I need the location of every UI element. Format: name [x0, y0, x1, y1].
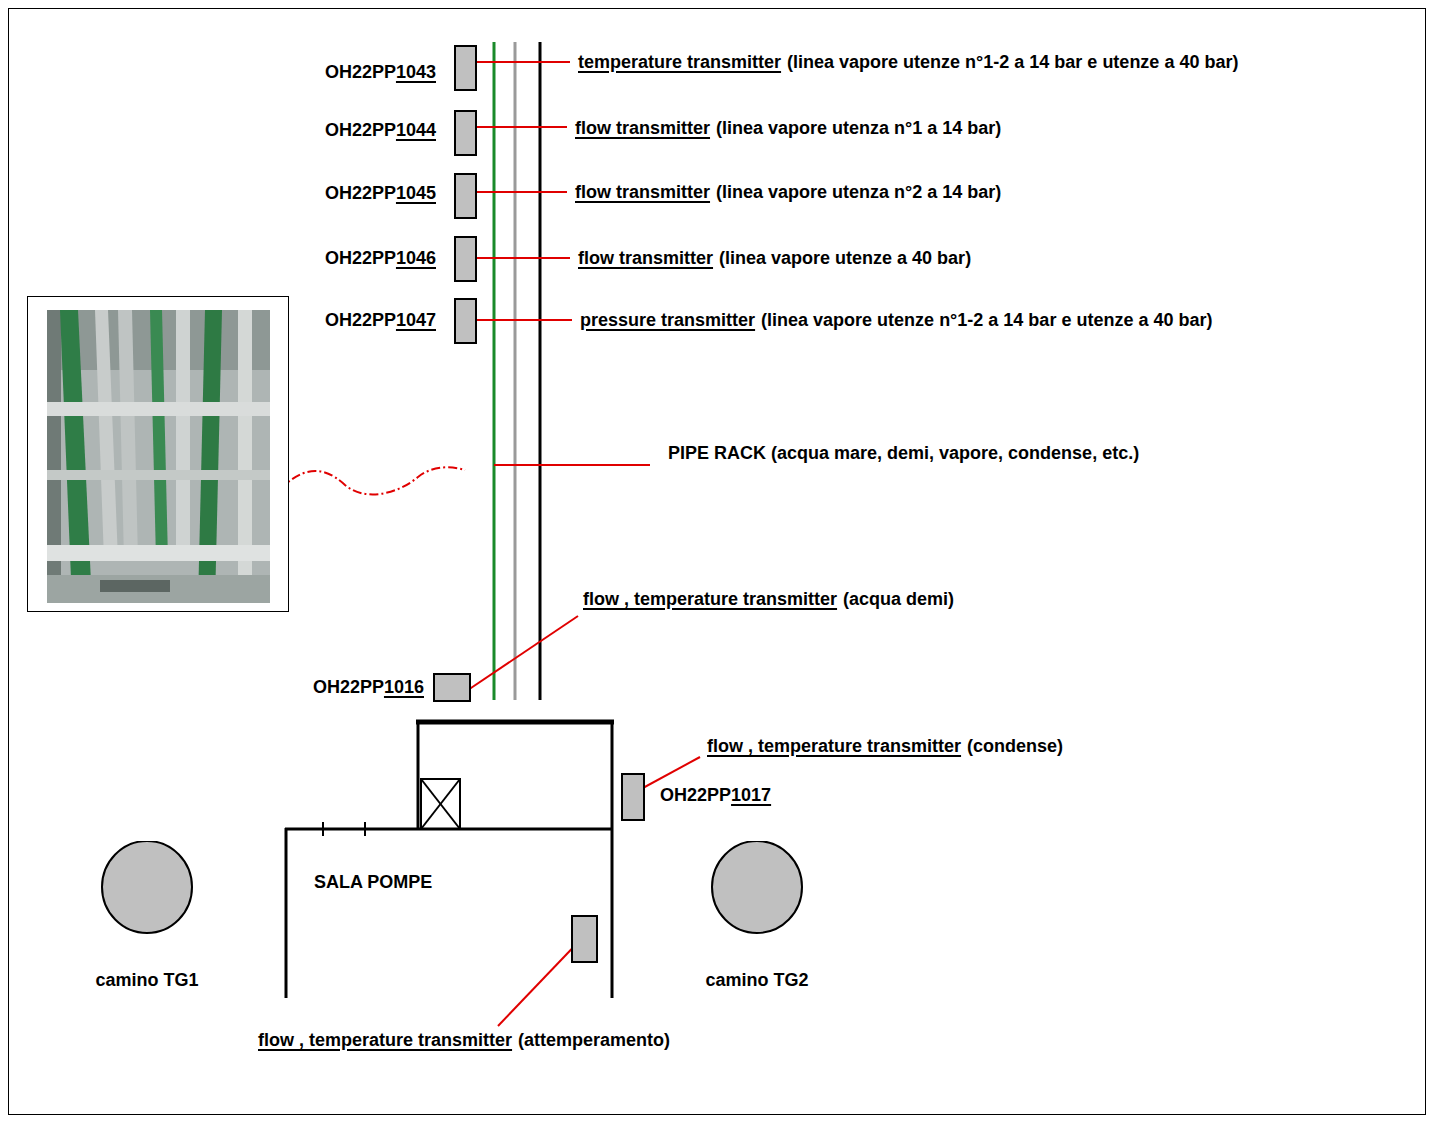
service-note: (linea vapore utenze n°1-2 a 14 bar e ut…: [787, 51, 1238, 73]
tag-prefix: OH22PP: [325, 248, 396, 268]
photo-beam: [47, 545, 270, 561]
tag-number: 1043: [396, 62, 436, 82]
wall-tick: [364, 822, 366, 836]
tag-prefix: OH22PP: [313, 677, 384, 697]
instrument-type: flow , temperature transmitter: [707, 735, 961, 757]
tag-prefix: OH22PP: [325, 310, 396, 330]
stack-circle-shape: [712, 841, 802, 933]
instrument-box: OH22PP1043: [454, 45, 477, 91]
rack-label: PIPE RACK (acqua mare, demi, vapore, con…: [668, 442, 1139, 464]
instrument-tag: OH22PP1046: [325, 247, 436, 269]
instrument-box: OH22PP1046: [454, 236, 477, 282]
photo-grey-pipe: [95, 310, 118, 560]
pump-room-building: [285, 720, 614, 998]
stack-label: camino TG2: [705, 969, 808, 991]
instrument-type: flow transmitter: [578, 247, 713, 269]
instrument-type: flow , temperature transmitter: [583, 588, 837, 610]
service-note: (linea vapore utenza n°2 a 14 bar): [716, 181, 1001, 203]
service-note: (attemperamento): [518, 1029, 670, 1051]
photo-ground: [47, 310, 270, 603]
pipe-grey: [514, 42, 517, 700]
tag-number: 1044: [396, 120, 436, 140]
instrument-type: temperature transmitter: [578, 51, 781, 73]
instrument-box: OH22PP1047: [454, 298, 477, 344]
door-symbol: [421, 779, 460, 829]
leader-line: [465, 126, 567, 128]
wall-line: [611, 720, 614, 998]
stack-label: camino TG1: [95, 969, 198, 991]
page-frame: [9, 9, 1426, 1115]
photo-grey-pipe: [176, 310, 190, 560]
photo-grey-pipe: [118, 310, 138, 560]
photo-green-pipe: [150, 310, 168, 560]
leader-line: [468, 616, 578, 690]
instrument-type: flow transmitter: [575, 117, 710, 139]
instrument-type: flow transmitter: [575, 181, 710, 203]
tag-number: 1045: [396, 183, 436, 203]
instrument-tag: OH22PP1043: [325, 61, 436, 83]
service-note: (linea vapore utenze n°1-2 a 14 bar e ut…: [761, 309, 1212, 331]
tag-prefix: OH22PP: [660, 785, 731, 805]
wall-line: [417, 722, 420, 829]
leader-line: [494, 464, 650, 466]
instrument-tag: OH22PP1045: [325, 182, 436, 204]
tag-prefix: OH22PP: [325, 183, 396, 203]
door-symbol: [421, 779, 460, 829]
instrument-box: OH22PP1016: [433, 673, 471, 702]
instrument-tag: OH22PP1044: [325, 119, 436, 141]
photo-beam: [47, 402, 270, 416]
instrument-type: pressure transmitter: [580, 309, 755, 331]
tag-number: 1016: [384, 677, 424, 697]
leader-line: [465, 257, 570, 259]
service-note: (linea vapore utenza n°1 a 14 bar): [716, 117, 1001, 139]
pump-room: SALA POMPE: [288, 831, 610, 997]
tag-number: 1017: [731, 785, 771, 805]
photo-pointer: [279, 467, 465, 494]
leader-line: [465, 191, 567, 193]
instrument-tag: OH22PP1016: [313, 676, 424, 698]
tag-prefix: OH22PP: [325, 62, 396, 82]
pipe-black: [539, 42, 542, 700]
stack-circle: camino TG1: [67, 841, 227, 993]
tag-number: 1047: [396, 310, 436, 330]
pipe-green: [493, 42, 496, 700]
roof-line: [416, 720, 614, 725]
instrument-box: OH22PP1045: [454, 173, 477, 219]
pipe-rack-photo: [47, 310, 270, 603]
photo-detail: [100, 580, 170, 592]
photo-beam: [47, 470, 270, 480]
room-label: SALA POMPE: [314, 871, 432, 893]
instrument-box: OH22PP1017: [621, 773, 645, 821]
wall-tick: [322, 822, 324, 836]
service-note: (linea vapore utenze a 40 bar): [719, 247, 971, 269]
service-note: (condense): [967, 735, 1063, 757]
instrument-box: [572, 916, 597, 962]
instrument-type: flow , temperature transmitter: [258, 1029, 512, 1051]
photo-frame: [28, 297, 289, 612]
wall-line: [285, 828, 288, 998]
service-note: (acqua demi): [843, 588, 954, 610]
leader-line: [465, 61, 570, 63]
instrument-tag: OH22PP1017: [660, 784, 771, 806]
photo-floor: [47, 575, 270, 603]
leader-line: [465, 319, 572, 321]
instrument-tag: OH22PP1047: [325, 309, 436, 331]
stack-circle-shape: [102, 841, 192, 933]
instrument-box: OH22PP1044: [454, 110, 477, 156]
tag-prefix: OH22PP: [325, 120, 396, 140]
tag-number: 1046: [396, 248, 436, 268]
stack-circle: camino TG2: [677, 841, 837, 993]
door-symbol: [421, 779, 460, 829]
